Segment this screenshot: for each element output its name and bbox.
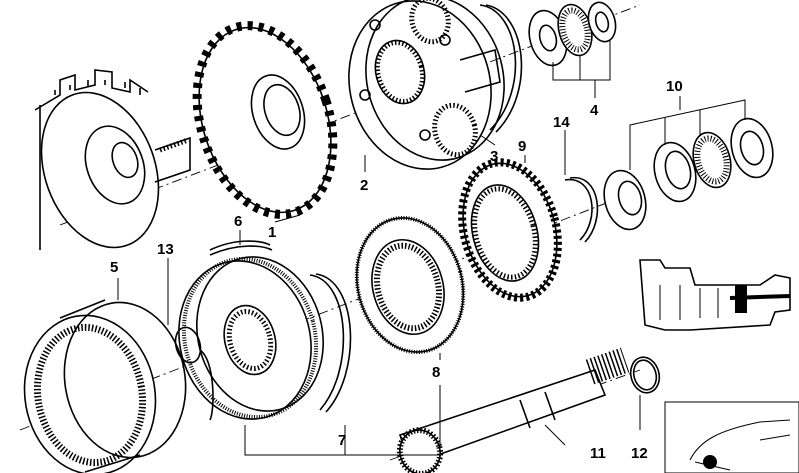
clutch-body-7 [178,256,352,421]
callout-1: 1 [268,224,276,241]
callout-10: 10 [666,78,683,95]
callout-12: 12 [631,445,648,462]
gear-wheel-9 [458,158,562,302]
snap-ring-3 [479,4,523,133]
callout-2: 2 [360,177,368,194]
leader-lines [117,40,746,456]
callout-3: 3 [490,148,498,165]
clutch-drum [34,69,191,250]
synchro-ring-8 [354,215,466,355]
o-ring-12 [629,356,661,394]
callout-11: 11 [590,445,606,462]
circlip-13 [174,326,202,364]
circlip-14 [564,177,599,243]
callout-7: 7 [338,432,346,449]
car-thumbnail [664,401,799,473]
callout-labels: 1 2 3 4 5 6 7 8 9 10 11 12 13 14 [110,78,683,462]
callout-9: 9 [518,138,526,155]
planet-carrier [348,0,505,170]
friction-disc [192,21,338,219]
callout-8: 8 [432,364,440,381]
callout-5: 5 [110,259,118,276]
callout-13: 13 [157,241,174,258]
ring-gear-5 [23,299,187,473]
transmission-inset [639,259,791,331]
retaining-ring-6 [209,240,273,256]
callout-14: 14 [553,114,570,131]
thrust-bearing-set-4 [528,1,617,67]
thrust-bearing-set-10 [603,117,774,231]
callout-4: 4 [590,102,599,119]
callout-6: 6 [234,213,242,230]
